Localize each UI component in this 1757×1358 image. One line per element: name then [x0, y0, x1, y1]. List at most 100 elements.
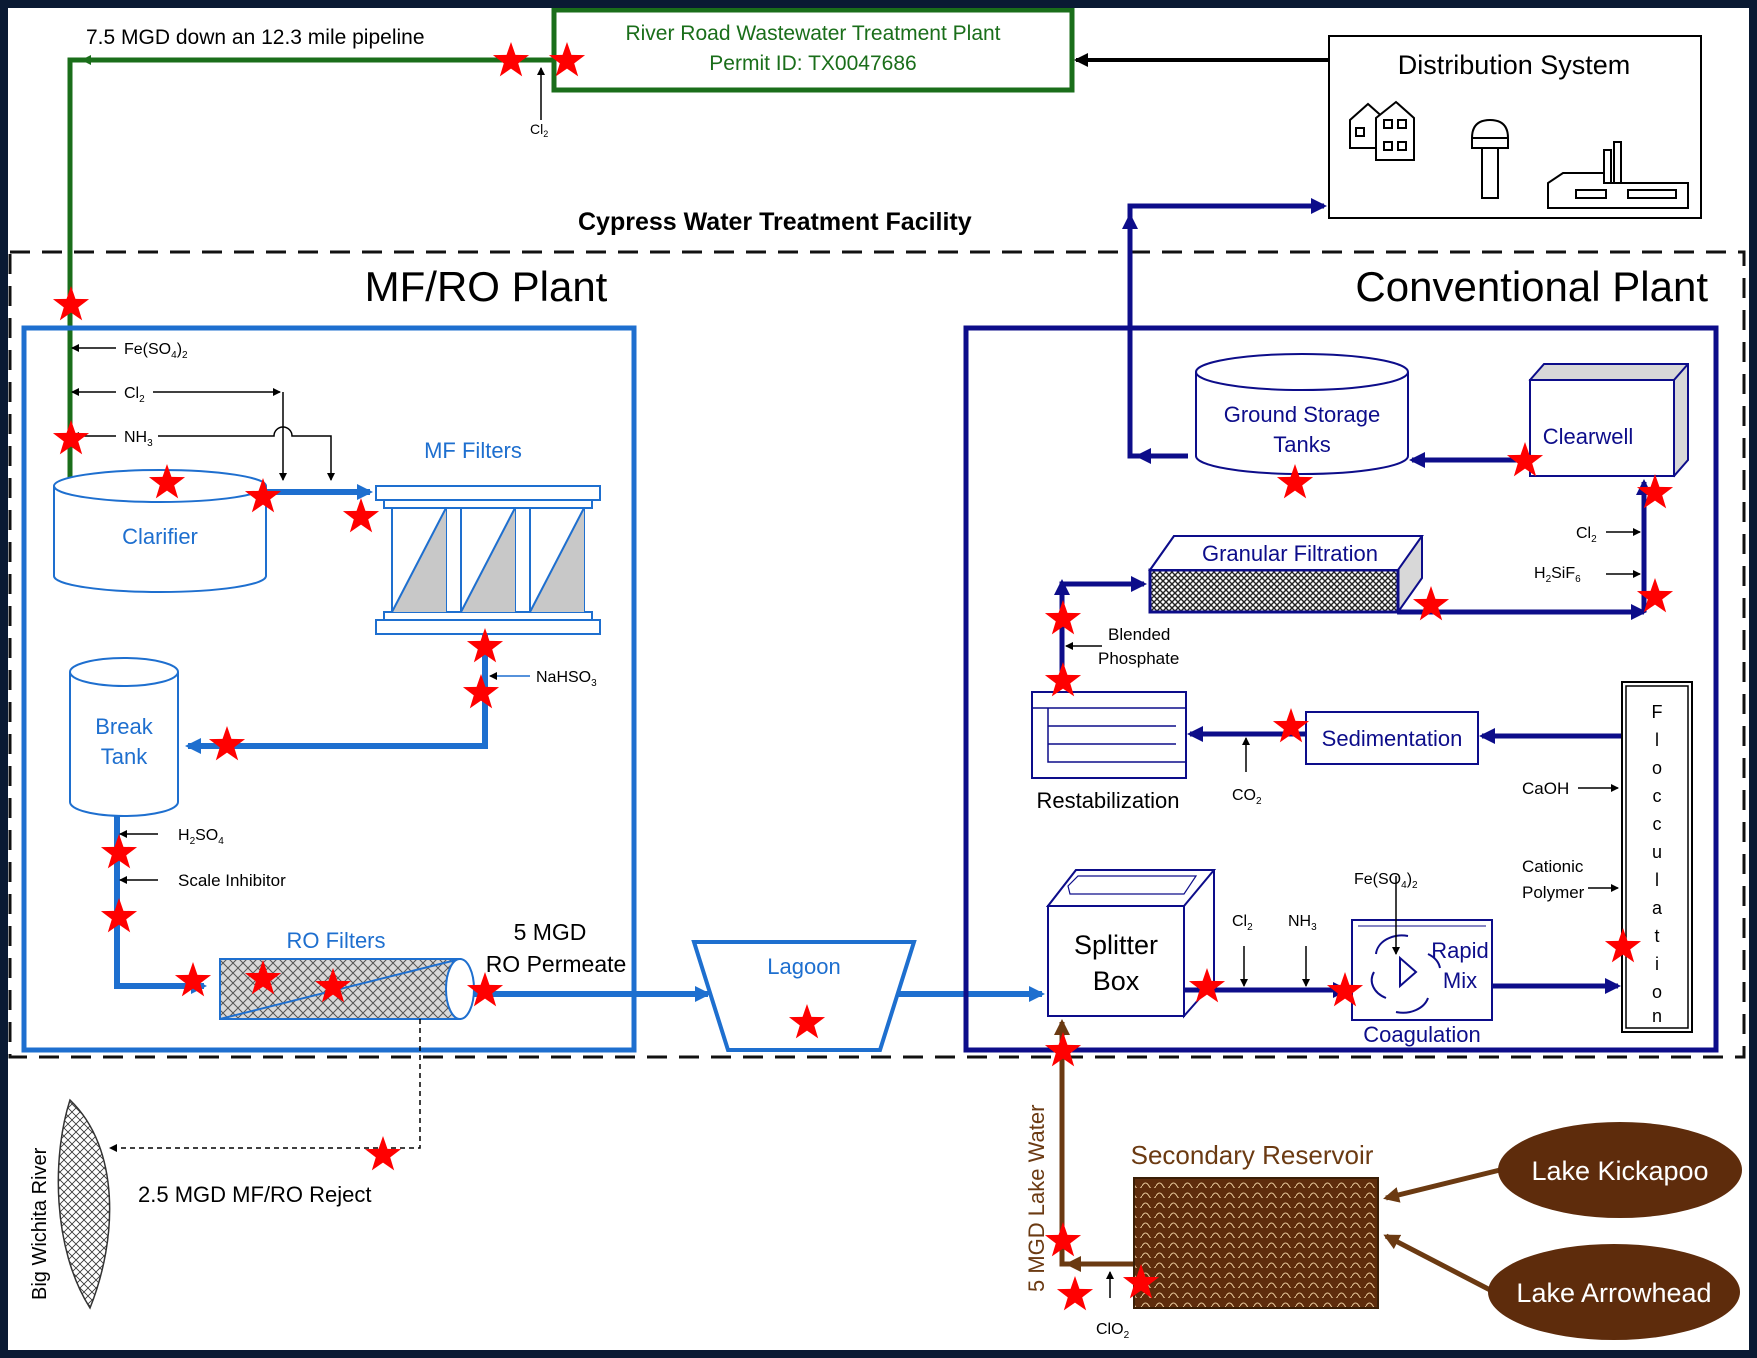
river-label: Big Wichita River [29, 1147, 51, 1300]
h2so4-label: H2SO4 [178, 827, 224, 847]
co2-label: CO2 [1232, 787, 1262, 807]
clearwell: Clearwell [1528, 363, 1689, 478]
restabilization-label: Restabilization [1036, 788, 1179, 813]
cationic-polymer-label-1: Cationic [1522, 857, 1584, 876]
blended-phosphate-label-1: Blended [1108, 625, 1170, 644]
mf-to-break-tank-line [185, 634, 488, 754]
wwtp-cl2: Cl2 [530, 121, 548, 139]
scale-inhibitor-label: Scale Inhibitor [178, 871, 286, 890]
lake-arrowhead [1488, 1244, 1740, 1340]
secondary-reservoir-label: Secondary Reservoir [1131, 1140, 1374, 1170]
restabilization: Restabilization [1031, 691, 1187, 813]
break-tank-label-1: Break [95, 714, 153, 739]
cl2-mf-label: Cl2 [124, 385, 145, 405]
lagoon-label: Lagoon [767, 954, 840, 979]
clarifier: Clarifier [53, 469, 267, 593]
lake-arrowhead-label: Lake Arrowhead [1516, 1278, 1711, 1308]
granular-filtration-label: Granular Filtration [1202, 541, 1378, 566]
break-tank-label-2: Tank [101, 744, 148, 769]
arrowhead-to-reservoir-arrow [1383, 1233, 1496, 1295]
nh3-mf-label: NH3 [124, 429, 153, 449]
conventional-plant-box [963, 325, 1719, 1053]
houses-icon [1349, 100, 1415, 161]
floc-letter: F [1652, 702, 1663, 722]
rapid-mix: Rapid Mix Coagulation [1351, 876, 1493, 1047]
coagulation-label: Coagulation [1363, 1022, 1480, 1047]
blended-phosphate-label-2: Phosphate [1098, 649, 1179, 668]
granular-filtration: Granular Filtration [1148, 535, 1424, 616]
pipeline-return-line [65, 57, 554, 490]
mixer-icon [1370, 934, 1441, 1014]
facility-boundary [8, 250, 1746, 1059]
mf-filters-label: MF Filters [424, 438, 522, 463]
big-wichita-river: Big Wichita River [29, 1098, 111, 1310]
ground-storage-tanks: Ground Storage Tanks [1195, 353, 1409, 475]
break-tank-to-ro-line [114, 816, 207, 994]
sampling-star-icon [1412, 586, 1450, 621]
nh3-splitter-label: NH3 [1288, 913, 1317, 933]
h2sif6-label: H2SiF6 [1534, 565, 1581, 585]
distribution-title: Distribution System [1398, 50, 1631, 80]
cl2-splitter-label: Cl2 [1232, 913, 1253, 933]
conventional-plant-title: Conventional Plant [1355, 263, 1708, 310]
sampling-star-icon [208, 726, 246, 761]
cl2-clearwell-label: Cl2 [1576, 525, 1597, 545]
floc-letter: i [1655, 954, 1659, 974]
splitter-label-1: Splitter [1074, 930, 1158, 960]
ro-permeate-label-2: RO Permeate [486, 951, 627, 977]
clarifier-label: Clarifier [122, 524, 198, 549]
floc-letter: o [1652, 982, 1662, 1002]
cationic-polymer-label-2: Polymer [1522, 883, 1585, 902]
factory-icon [1547, 141, 1689, 209]
sampling-star-icon [342, 498, 380, 533]
clearwell-label: Clearwell [1543, 424, 1633, 449]
kickapoo-to-reservoir-arrow [1383, 1167, 1501, 1203]
rapid-mix-label-1: Rapid [1431, 938, 1488, 963]
lake-water-label: 5 MGD Lake Water [1024, 1105, 1049, 1292]
ro-permeate-label-1: 5 MGD [514, 919, 587, 945]
floc-letter: t [1654, 926, 1659, 946]
splitter-box: Splitter Box [1045, 869, 1217, 1019]
sampling-star-icon [364, 1136, 402, 1171]
sampling-star-icon [462, 674, 500, 709]
ro-filters-label: RO Filters [287, 928, 386, 953]
mfro-plant-box [21, 325, 637, 1053]
floc-letter: c [1653, 814, 1662, 834]
ro-reject-label: 2.5 MGD MF/RO Reject [138, 1182, 371, 1207]
caoh-label: CaOH [1522, 779, 1569, 798]
wwtp-name: River Road Wastewater Treatment Plant [625, 22, 1000, 45]
sampling-star-icon [1272, 708, 1310, 743]
sampling-star-icon [492, 42, 530, 77]
floc-letter: c [1653, 786, 1662, 806]
nahso3-label: NaHSO3 [536, 669, 597, 689]
sedimentation-box [1305, 711, 1479, 765]
facility-title: Cypress Water Treatment Facility [578, 208, 972, 236]
fe-so4-rapid-label: Fe(SO4)2 [1354, 871, 1418, 891]
sampling-star-icon [174, 962, 212, 997]
sampling-star-icon [1056, 1276, 1094, 1311]
lake-kickapoo-label: Lake Kickapoo [1531, 1156, 1708, 1186]
lake-kickapoo [1498, 1122, 1742, 1218]
ground-storage-label-1: Ground Storage [1224, 402, 1381, 427]
floc-letter: a [1652, 898, 1663, 918]
sedimentation-label: Sedimentation [1322, 726, 1463, 751]
mf-filters [375, 485, 601, 635]
ground-storage-label-2: Tanks [1273, 432, 1330, 457]
rapid-mix-label-2: Mix [1443, 968, 1477, 993]
floc-letter: u [1652, 842, 1662, 862]
pipeline-label: 7.5 MGD down an 12.3 mile pipeline [86, 26, 425, 49]
break-tank: Break Tank [69, 657, 179, 817]
wwtp-permit: Permit ID: TX0047686 [709, 52, 916, 75]
mfro-plant-title: MF/RO Plant [365, 263, 608, 310]
secondary-reservoir [1133, 1177, 1379, 1309]
process-diagram-canvas: Cypress Water Treatment Facility River R… [8, 8, 1749, 1350]
clo2-label: ClO2 [1096, 1321, 1130, 1341]
floc-letter: l [1655, 870, 1659, 890]
floc-letter: l [1655, 730, 1659, 750]
flocculation: F l o c c u l a t i o n [1621, 681, 1693, 1033]
fe-so4-mf-label: Fe(SO4)2 [124, 341, 188, 361]
lagoon: Lagoon [691, 940, 917, 1052]
mfro-chemical-feeds: Fe(SO4)2 Cl2 NH3 [71, 341, 335, 481]
wwtp-box [551, 8, 1075, 93]
water-tower-icon [1471, 118, 1509, 199]
